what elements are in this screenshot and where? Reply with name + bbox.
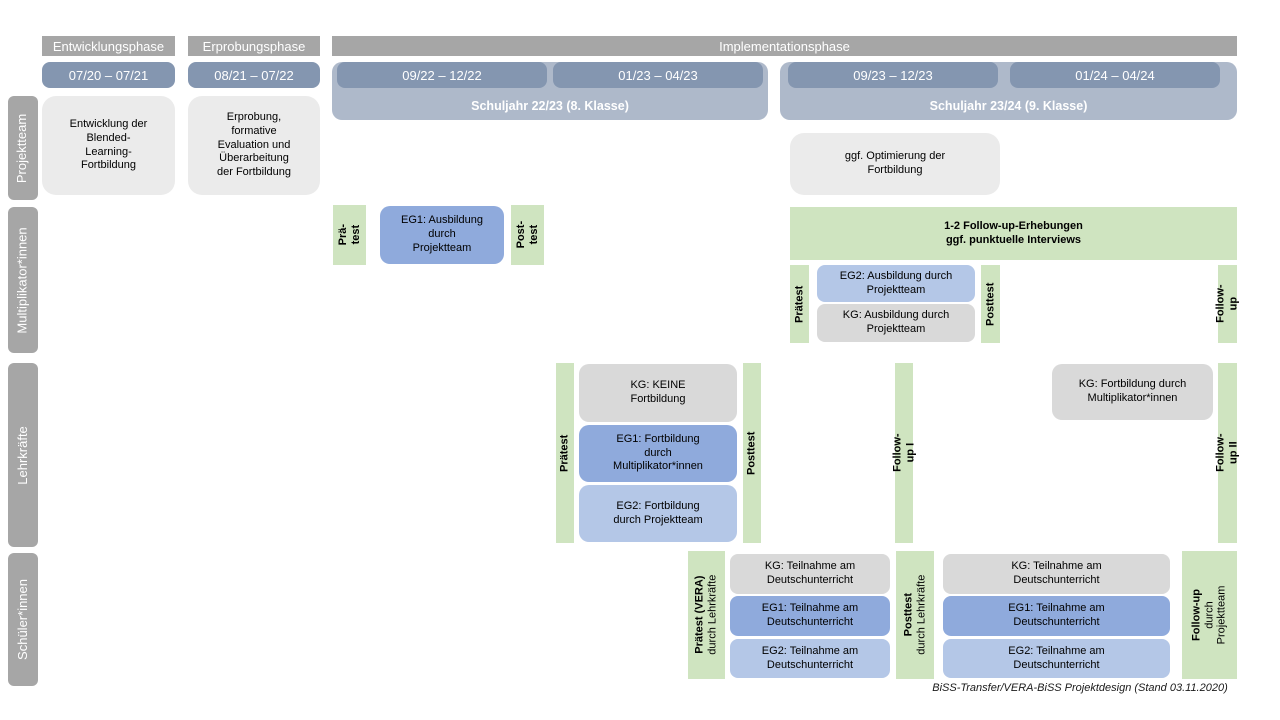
followup-label: Follow-up — [1190, 589, 1203, 641]
posttest-sublabel: durch Lehrkräfte — [915, 574, 928, 656]
date-box-0124-0424: 01/24 – 04/24 — [1010, 62, 1220, 88]
box-eg2-teilnahme-2: EG2: Teilnahme am Deutschunterricht — [943, 639, 1170, 678]
praetest-bar-multiplikatoren-2: Prätest — [790, 265, 809, 343]
box-eg2-fortbildung-projektteam: EG2: Fortbildung durch Projektteam — [579, 485, 737, 542]
followup-sublabel-projektteam: Projektteam — [1215, 585, 1228, 645]
praetest-bar-multiplikatoren-1: Prä- test — [333, 205, 366, 265]
box-eg1-ausbildung-projektteam: EG1: Ausbildung durch Projektteam — [380, 206, 504, 264]
row-label-schuelerinnen: Schüler*innen — [8, 553, 38, 686]
phase-header-erprobung: Erprobungsphase — [188, 36, 320, 56]
phase-header-implementation: Implementationsphase — [332, 36, 1237, 56]
schuljahr-label-23-24: Schuljahr 23/24 (9. Klasse) — [929, 99, 1088, 113]
box-kg-teilnahme-1: KG: Teilnahme am Deutschunterricht — [730, 554, 890, 594]
box-erprobung-evaluation: Erprobung, formative Evaluation und Über… — [188, 96, 320, 195]
posttest-bar-multiplikatoren-1: Post- test — [511, 205, 544, 265]
followup-sublabel-durch: durch — [1203, 601, 1216, 629]
date-box-0922-1222: 09/22 – 12/22 — [337, 62, 547, 88]
followup-projektteam-bar-schueler: Follow-up durch Projektteam — [1182, 551, 1237, 679]
date-box-0123-0423: 01/23 – 04/23 — [553, 62, 763, 88]
praetest-bar-lehrkraefte: Prätest — [556, 363, 574, 543]
followup1-bar-lehrkraefte: Follow-up I — [891, 363, 916, 543]
box-eg1-teilnahme-2: EG1: Teilnahme am Deutschunterricht — [943, 596, 1170, 636]
posttest-bar-multiplikatoren-2: Posttest — [981, 265, 1000, 343]
box-eg2-ausbildung-projektteam: EG2: Ausbildung durch Projektteam — [817, 265, 975, 302]
date-box-0923-1223: 09/23 – 12/23 — [788, 62, 998, 88]
posttest-label: Posttest — [902, 593, 915, 637]
box-eg1-teilnahme-1: EG1: Teilnahme am Deutschunterricht — [730, 596, 890, 636]
praetest-vera-sublabel: durch Lehrkräfte — [706, 574, 719, 656]
box-eg2-teilnahme-1: EG2: Teilnahme am Deutschunterricht — [730, 639, 890, 678]
box-kg-keine-fortbildung: KG: KEINE Fortbildung — [579, 364, 737, 422]
date-box-0720-0721: 07/20 – 07/21 — [42, 62, 175, 88]
box-optimierung-fortbildung: ggf. Optimierung der Fortbildung — [790, 133, 1000, 195]
followup2-bar-lehrkraefte: Follow-up II — [1215, 363, 1240, 543]
date-box-0821-0722: 08/21 – 07/22 — [188, 62, 320, 88]
box-eg1-fortbildung-multiplikatoren: EG1: Fortbildung durch Multiplikator*inn… — [579, 425, 737, 482]
followup-bar-multiplikatoren: Follow-up — [1215, 265, 1240, 343]
box-entwicklung-fortbildung: Entwicklung der Blended- Learning- Fortb… — [42, 96, 175, 195]
posttest-bar-schueler: Posttest durch Lehrkräfte — [896, 551, 934, 679]
row-label-multiplikatorinnen: Multiplikator*innen — [8, 207, 38, 353]
row-label-projektteam: Projektteam — [8, 96, 38, 200]
phase-header-entwicklung: Entwicklungsphase — [42, 36, 175, 56]
praetest-vera-label: Prätest (VERA) — [693, 575, 706, 655]
box-kg-ausbildung-projektteam: KG: Ausbildung durch Projektteam — [817, 304, 975, 342]
box-followup-erhebungen: 1-2 Follow-up-Erhebungen ggf. punktuelle… — [790, 207, 1237, 260]
diagram-caption: BiSS-Transfer/VERA-BiSS Projektdesign (S… — [932, 682, 1228, 694]
box-kg-teilnahme-2: KG: Teilnahme am Deutschunterricht — [943, 554, 1170, 594]
schuljahr-label-22-23: Schuljahr 22/23 (8. Klasse) — [471, 99, 629, 113]
praetest-vera-bar-schueler: Prätest (VERA) durch Lehrkräfte — [688, 551, 725, 679]
posttest-bar-lehrkraefte: Posttest — [743, 363, 761, 543]
box-kg-fortbildung-multiplikatoren: KG: Fortbildung durch Multiplikator*inne… — [1052, 364, 1213, 420]
row-label-lehrkraefte: Lehrkräfte — [8, 363, 38, 547]
